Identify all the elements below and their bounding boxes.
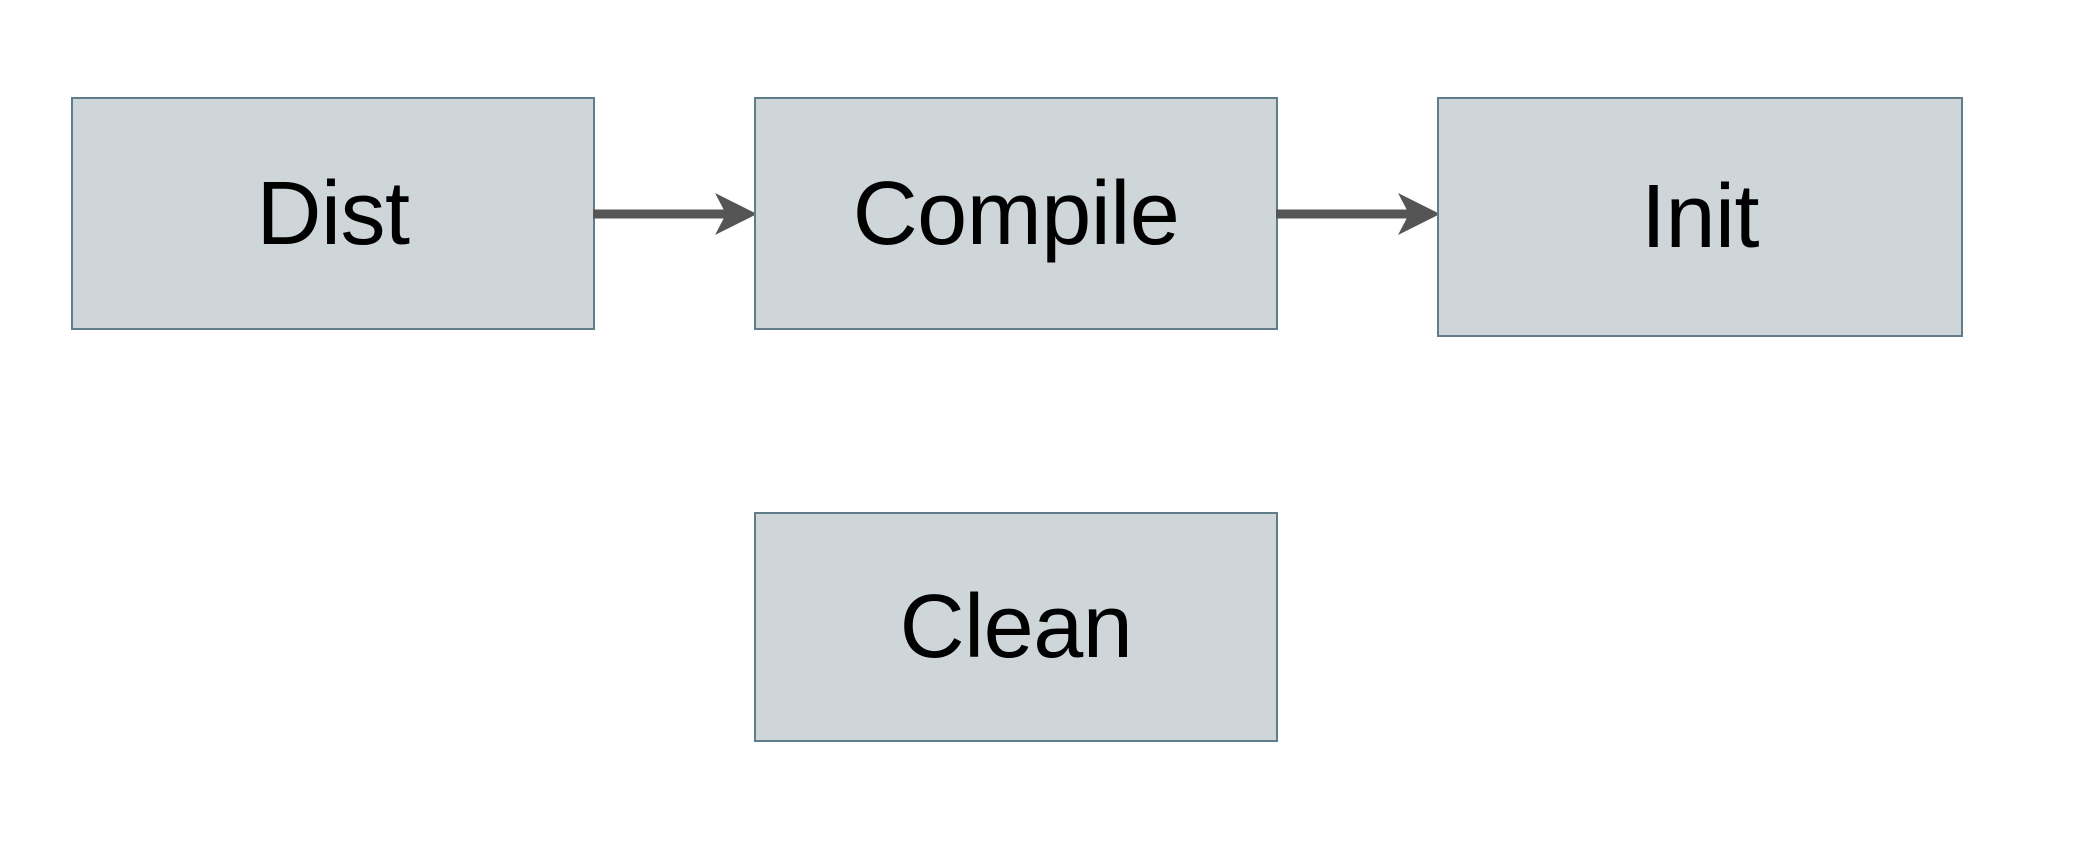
node-clean-label: Clean xyxy=(899,577,1133,677)
edge-compile-to-init xyxy=(1276,193,1440,235)
node-compile[interactable]: Compile xyxy=(754,97,1278,330)
edge-dist-to-compile xyxy=(593,193,757,235)
node-clean[interactable]: Clean xyxy=(754,512,1278,742)
node-init-label: Init xyxy=(1640,167,1760,267)
node-dist-label: Dist xyxy=(256,163,411,264)
edge-compile-to-init-arrowhead-icon xyxy=(1398,193,1440,235)
node-init[interactable]: Init xyxy=(1437,97,1963,337)
edge-dist-to-compile-arrowhead-icon xyxy=(715,193,757,235)
node-compile-label: Compile xyxy=(852,163,1180,264)
node-dist[interactable]: Dist xyxy=(71,97,595,330)
